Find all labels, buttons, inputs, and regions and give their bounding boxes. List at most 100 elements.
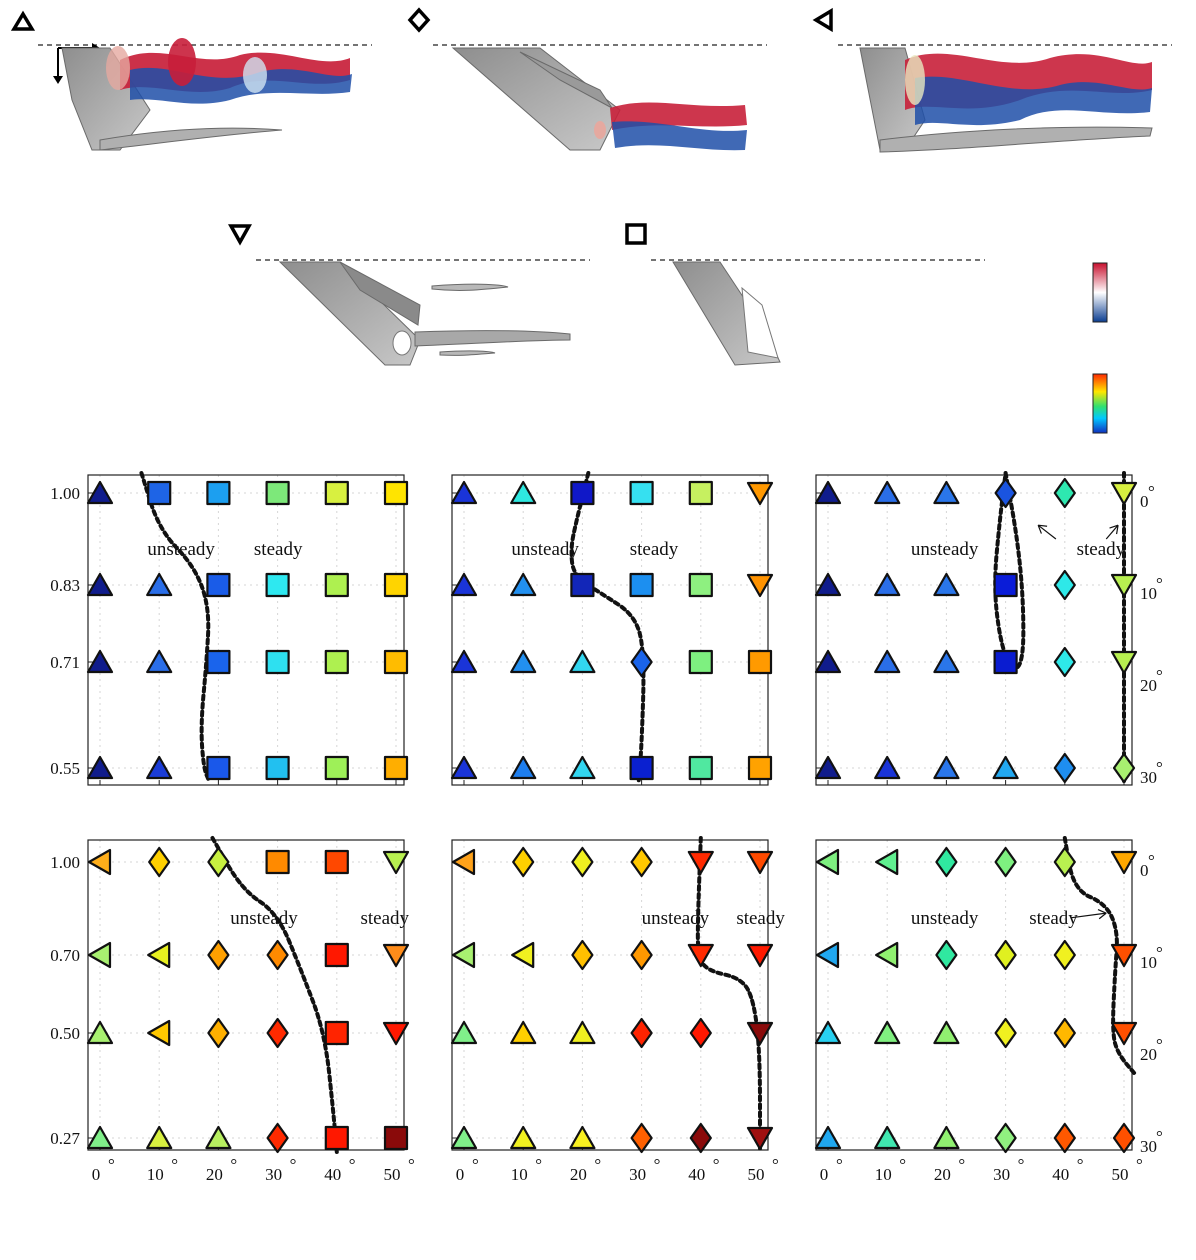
hull-surface (278, 261, 421, 366)
marker-tri-down (687, 943, 714, 968)
marker-sq (265, 649, 290, 675)
marker-dia (512, 846, 535, 878)
wake-streak (431, 283, 509, 291)
marker-dia (935, 939, 958, 971)
marker-tri-up (205, 1125, 232, 1150)
degree-symbol: ° (535, 1155, 542, 1174)
marker-sq (383, 1125, 409, 1151)
marker-dia (266, 1017, 289, 1049)
marker-tri-down (746, 943, 774, 968)
marker-tri-up (814, 572, 842, 597)
marker-sq (265, 755, 290, 781)
marker-sq (206, 755, 231, 781)
annotation-steady: steady (360, 908, 409, 929)
degree-symbol: ° (1156, 574, 1163, 593)
marker-tri-left (451, 848, 476, 876)
marker-dia (207, 846, 230, 878)
triangle-down-legend-icon (228, 224, 252, 246)
marker-dia (630, 646, 653, 678)
right-tick-label: 0 (1140, 492, 1149, 511)
annotation-arrow (1105, 524, 1119, 540)
marker-sq (324, 755, 349, 781)
marker-dia (266, 939, 289, 971)
marker-tri-up (569, 1020, 596, 1045)
plot-frame (451, 474, 769, 786)
degree-symbol: ° (1156, 1035, 1163, 1054)
marker-tri-up (146, 572, 173, 597)
x-tick-label: 10 (511, 1165, 528, 1184)
marker-tri-down (382, 850, 410, 875)
marker-sq (383, 649, 409, 675)
marker-tri-down (1110, 1021, 1138, 1046)
right-tick-label: 30 (1140, 768, 1157, 787)
y-tick-label: 1.00 (50, 853, 80, 872)
plot-frame (815, 474, 1133, 786)
y-tick-label: 0.27 (50, 1129, 80, 1148)
marker-dia (994, 1122, 1017, 1154)
marker-tri-down (687, 850, 714, 875)
x-tick-label: 0 (820, 1165, 829, 1184)
degree-symbol: ° (836, 1155, 843, 1174)
degree-symbol: ° (594, 1155, 601, 1174)
marker-tri-down (746, 1126, 774, 1151)
marker-tri-up (933, 1125, 960, 1150)
annotation-steady: steady (1077, 539, 1126, 560)
marker-tri-left (87, 848, 112, 876)
marker-dia (994, 846, 1017, 878)
y-tick-label: 0.55 (50, 759, 80, 778)
marker-tri-down (746, 850, 774, 875)
marker-tri-up (933, 480, 960, 505)
marker-tri-down (746, 573, 774, 598)
marker-tri-up (933, 1020, 960, 1045)
annotation-arrow (1070, 912, 1107, 919)
rainbow-colorbar (1092, 373, 1108, 434)
marker-tri-up (86, 1020, 114, 1045)
degree-symbol: ° (1156, 758, 1163, 777)
marker-dia (266, 1122, 289, 1154)
marker-sq (747, 755, 773, 781)
marker-dia (1053, 569, 1076, 601)
marker-tri-left (87, 941, 112, 969)
vorticity-colorbar (1092, 262, 1108, 323)
marker-sq (629, 480, 654, 506)
triangle-left-legend-icon (812, 7, 833, 33)
marker-sq (688, 755, 713, 781)
marker-sq (324, 649, 349, 675)
marker-dia (1053, 646, 1076, 678)
marker-tri-up (569, 649, 596, 674)
right-tick-label: 20 (1140, 676, 1157, 695)
marker-tri-up (450, 1125, 478, 1150)
marker-tri-up (814, 480, 842, 505)
marker-sq (265, 480, 290, 506)
marker-tri-up (450, 572, 478, 597)
marker-sq (993, 649, 1018, 675)
marker-sq (147, 480, 172, 506)
marker-dia (1053, 1017, 1076, 1049)
marker-tri-down (1110, 650, 1138, 675)
marker-sq (265, 849, 290, 875)
marker-tri-left (451, 941, 476, 969)
marker-tri-up (510, 1125, 537, 1150)
y-tick-label: 0.70 (50, 946, 80, 965)
marker-tri-up (874, 572, 901, 597)
marker-dia (1112, 752, 1136, 784)
marker-tri-up (814, 649, 842, 674)
x-tick-label: 40 (324, 1165, 341, 1184)
snapshot-2-unsteady (407, 7, 767, 151)
degree-symbol: ° (1136, 1155, 1143, 1174)
marker-sq (206, 572, 231, 598)
degree-symbol: ° (108, 1155, 115, 1174)
marker-sq (993, 572, 1018, 598)
triangle-up-legend-icon (10, 10, 36, 31)
y-tick-label: 1.00 (50, 484, 80, 503)
marker-tri-up (86, 1125, 114, 1150)
marker-tri-up (933, 649, 960, 674)
marker-sq (324, 849, 349, 875)
y-tick-label: 0.83 (50, 576, 80, 595)
marker-dia (630, 939, 653, 971)
hull-opening (741, 286, 779, 359)
marker-tri-up (874, 1020, 901, 1045)
x-tick-label: 40 (1052, 1165, 1069, 1184)
